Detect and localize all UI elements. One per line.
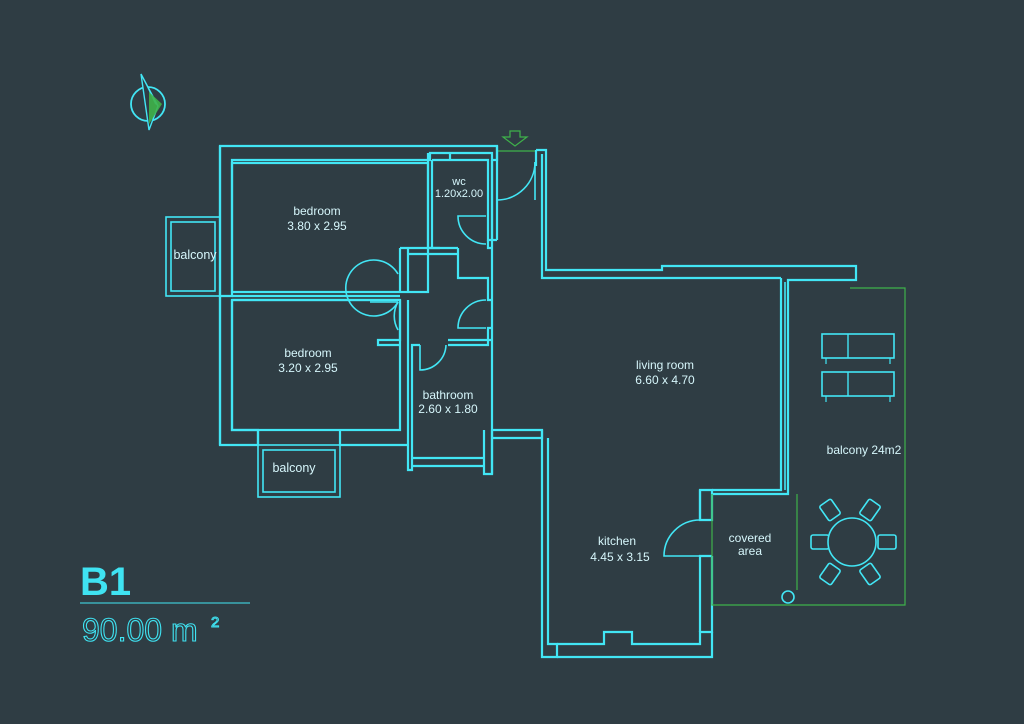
bedroom1-name: bedroom xyxy=(293,204,340,218)
sun-lounger xyxy=(821,371,895,402)
entrance-arrow-icon xyxy=(498,130,535,152)
terrace-outline xyxy=(711,287,906,606)
covered-area-line1: covered xyxy=(729,531,772,545)
wc-name: wc xyxy=(451,176,466,188)
balcony-bottom-label: balcony xyxy=(272,461,316,475)
kitchen-dims: 4.45 x 3.15 xyxy=(590,550,650,564)
north-arrow-icon xyxy=(130,73,166,131)
bedroom2-dims: 3.20 x 2.95 xyxy=(278,361,338,375)
bedroom2-name: bedroom xyxy=(284,346,331,360)
unit-area-superscript: 2 xyxy=(211,614,219,631)
living-room-dims: 6.60 x 4.70 xyxy=(635,373,695,387)
walls xyxy=(218,144,858,659)
room-labels: bedroom 3.80 x 2.95 bedroom 3.20 x 2.95 … xyxy=(173,176,901,564)
dining-table xyxy=(810,498,897,586)
bathroom-name: bathroom xyxy=(423,388,474,402)
unit-area: 90.00 m xyxy=(82,612,198,648)
balcony-bottom-frame xyxy=(257,444,341,498)
balcony-terrace-label: balcony 24m2 xyxy=(827,443,902,457)
balcony-left-frame xyxy=(165,216,221,297)
covered-area-line2: area xyxy=(738,544,762,558)
unit-code: B1 xyxy=(80,560,131,604)
unit-title: B1 90.00 m 2 xyxy=(80,560,250,649)
bathroom-dims: 2.60 x 1.80 xyxy=(418,402,478,416)
living-room-name: living room xyxy=(636,358,694,372)
balcony-left-label: balcony xyxy=(173,248,217,262)
sun-lounger xyxy=(821,333,895,364)
doors xyxy=(344,161,701,557)
bedroom1-dims: 3.80 x 2.95 xyxy=(287,219,347,233)
wc-dims: 1.20x2.00 xyxy=(435,188,483,200)
kitchen-name: kitchen xyxy=(598,534,636,548)
